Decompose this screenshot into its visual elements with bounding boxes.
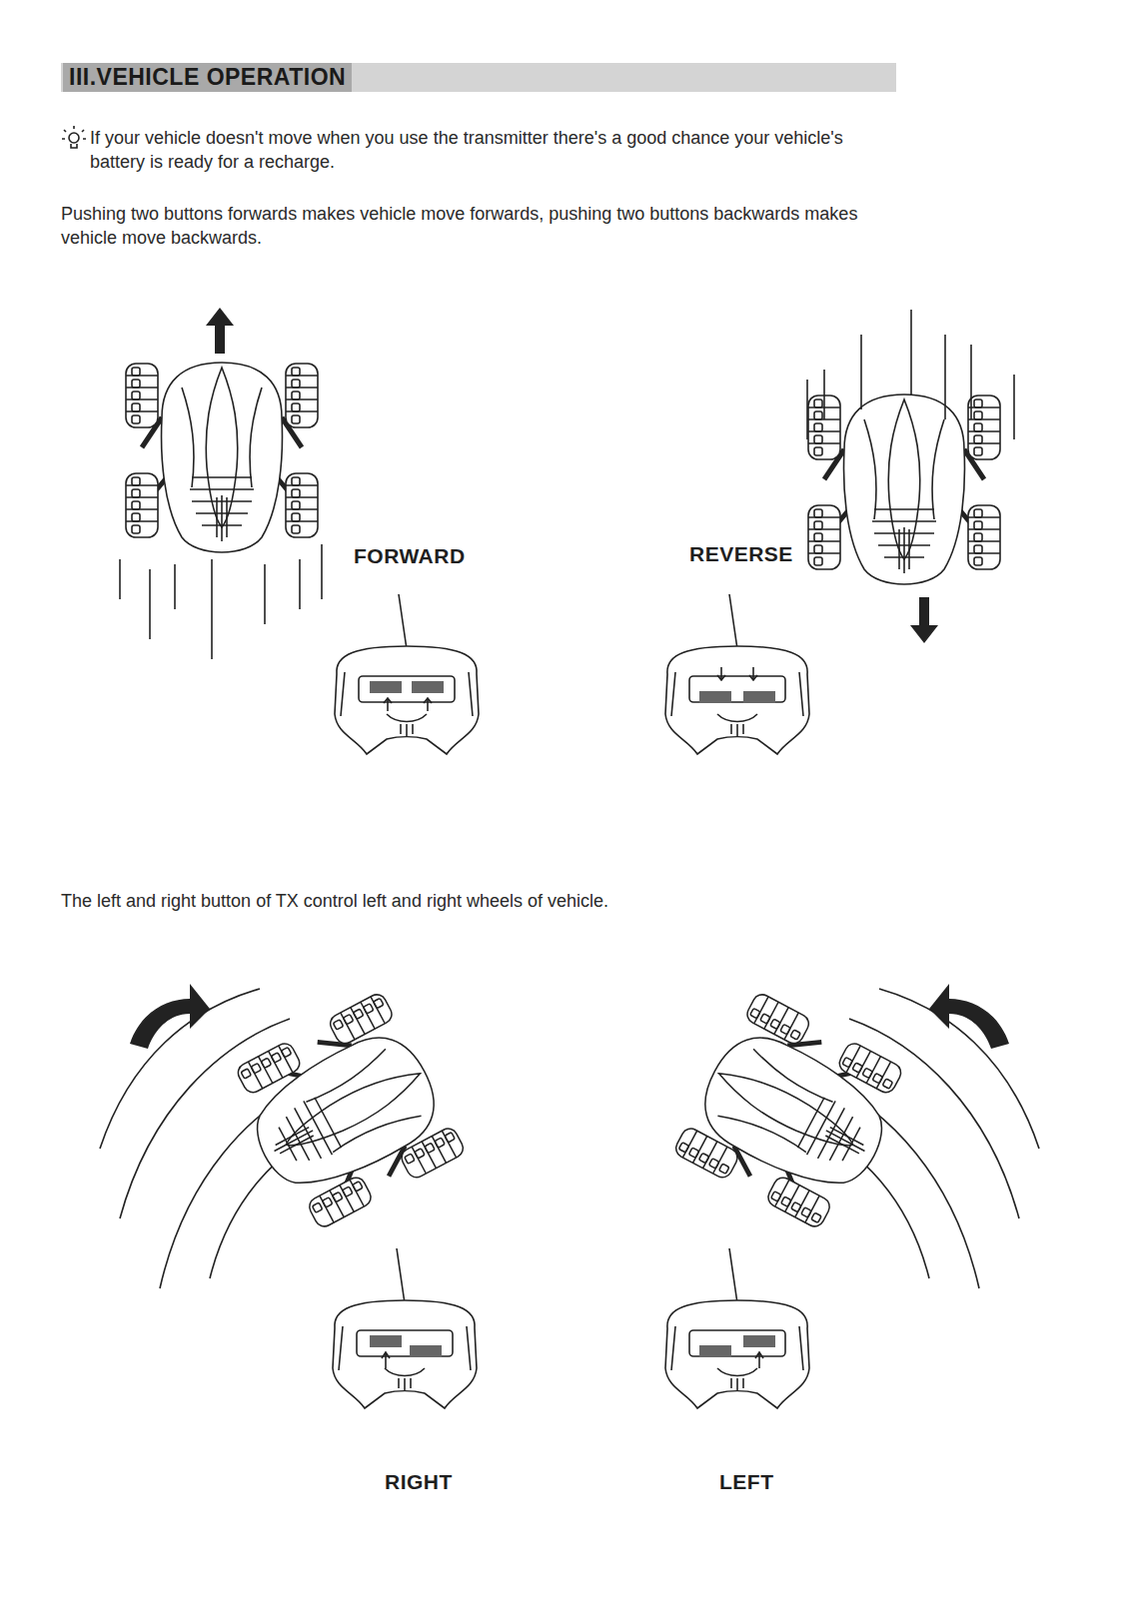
instruction-text: Pushing two buttons forwards makes vehic…: [60, 201, 881, 250]
direction-caption: LEFT: [719, 1470, 775, 1495]
direction-caption: REVERSE: [689, 542, 794, 567]
direction-caption: RIGHT: [384, 1470, 453, 1495]
section-title: III.VEHICLE OPERATION: [62, 62, 352, 92]
direction-caption: FORWARD: [353, 544, 466, 569]
instruction-text: The left and right button of TX control …: [60, 889, 961, 914]
tip-note: If your vehicle doesn't move when you us…: [89, 125, 880, 174]
